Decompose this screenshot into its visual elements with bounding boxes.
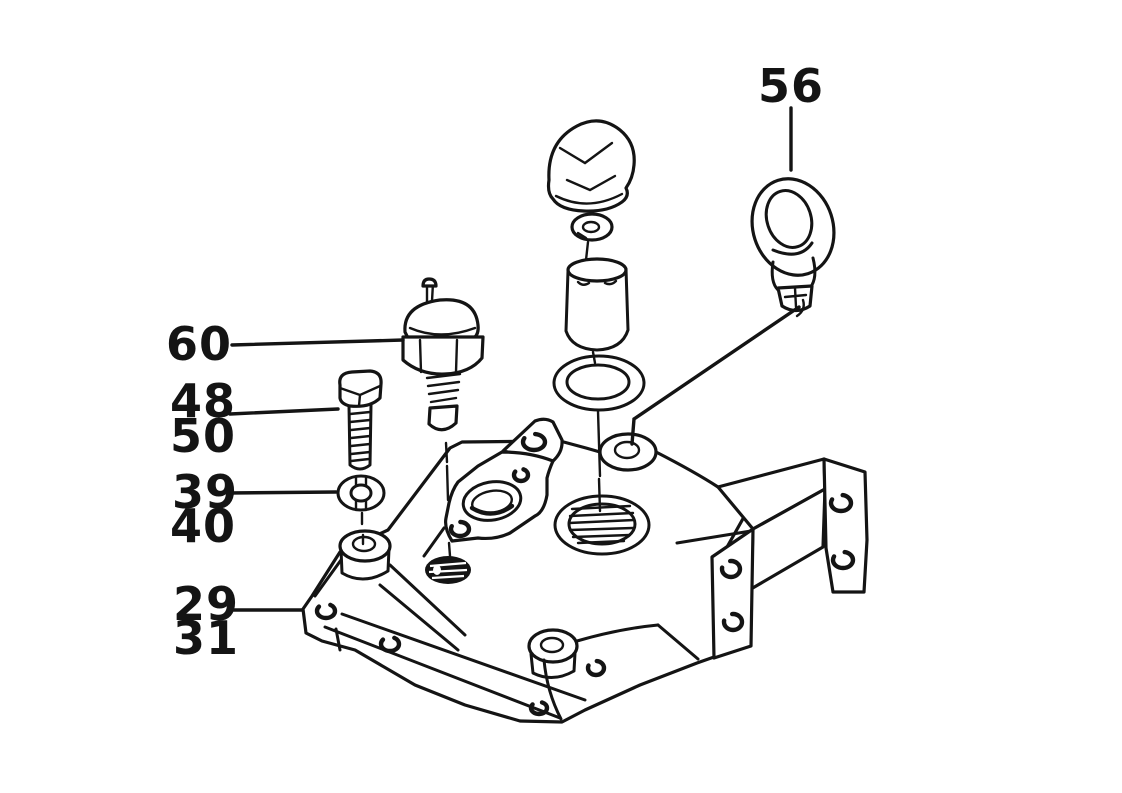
callout-48-50: 48 50 <box>170 374 340 463</box>
callout-label-60: 60 <box>166 317 232 371</box>
cover-plate <box>301 417 869 724</box>
breather-cap <box>546 119 636 213</box>
bolt-head <box>338 369 383 408</box>
hex-bolt <box>338 369 383 471</box>
flange-oval-lip <box>469 503 515 516</box>
switch-tip <box>427 404 459 432</box>
callout-56: 56 <box>630 59 824 446</box>
eye-bolt <box>750 177 836 318</box>
cap-axis-line <box>597 477 602 513</box>
sensor-axis-line <box>444 441 452 558</box>
plate-neck-line <box>388 563 467 637</box>
plate-step-line <box>334 627 342 652</box>
bracket-hole <box>721 611 745 633</box>
callout-label-56: 56 <box>758 59 824 113</box>
plate-neck-line <box>378 583 460 652</box>
switch-terminal-cap <box>421 277 438 288</box>
bracket-far-plate <box>822 457 869 594</box>
bolt-threads <box>348 410 372 463</box>
arm-hole <box>585 658 607 678</box>
callout-60: 60 <box>166 317 405 371</box>
plate-hole <box>314 601 338 621</box>
callout-label-48: 48 <box>170 374 236 428</box>
gasket-ring <box>552 354 646 412</box>
callouts: 56 60 48 50 39 40 29 31 <box>166 59 824 665</box>
callout-29-31: 29 31 <box>173 577 304 665</box>
cap-axis-line <box>584 240 590 262</box>
leader-48-50 <box>228 407 340 416</box>
shifter-flange <box>444 417 564 543</box>
leader-56-to-hole <box>630 305 801 446</box>
plug-cylinder <box>564 257 630 352</box>
bracket-hole <box>830 549 856 571</box>
plate-rib-line <box>340 612 587 702</box>
flange-small-hole <box>511 466 531 484</box>
flange-oval-outer <box>461 480 523 522</box>
callout-label-50: 50 <box>170 409 236 463</box>
lock-washer <box>336 474 386 512</box>
flange-ear-hole <box>448 519 472 539</box>
callout-label-29: 29 <box>173 577 239 631</box>
sender-switch <box>401 277 485 432</box>
cap-washer <box>570 212 614 242</box>
plate-rib-line <box>323 625 562 720</box>
flange-ear <box>501 417 564 463</box>
callout-39-40: 39 40 <box>170 465 338 553</box>
switch-hex-body <box>401 335 485 376</box>
rear-bracket <box>675 457 869 660</box>
leader-60 <box>230 338 405 347</box>
bracket-gusset-edge <box>675 529 753 545</box>
eye-bolt-boss-hole <box>598 432 658 472</box>
bolt-shank <box>347 403 373 471</box>
callout-label-39: 39 <box>172 465 238 519</box>
cap-axis-line <box>596 409 602 478</box>
leader-39-40 <box>226 490 338 495</box>
sensor-threaded-hole <box>425 556 471 584</box>
plate-edge-line <box>422 526 446 558</box>
plate-hole <box>378 634 402 654</box>
switch-threads <box>425 372 462 404</box>
flange-ear-hole <box>520 431 548 453</box>
bracket-hole <box>828 492 854 514</box>
bracket-hole <box>719 558 743 580</box>
front-arm <box>528 623 700 721</box>
switch-dome <box>403 298 480 340</box>
left-boss <box>338 529 392 581</box>
plate-corner-line <box>313 558 343 598</box>
arm-hole <box>528 699 550 717</box>
callout-label-31: 31 <box>173 611 239 665</box>
front-boss <box>527 628 579 679</box>
eye-bolt-tail <box>795 298 805 318</box>
callout-label-40: 40 <box>170 499 236 553</box>
